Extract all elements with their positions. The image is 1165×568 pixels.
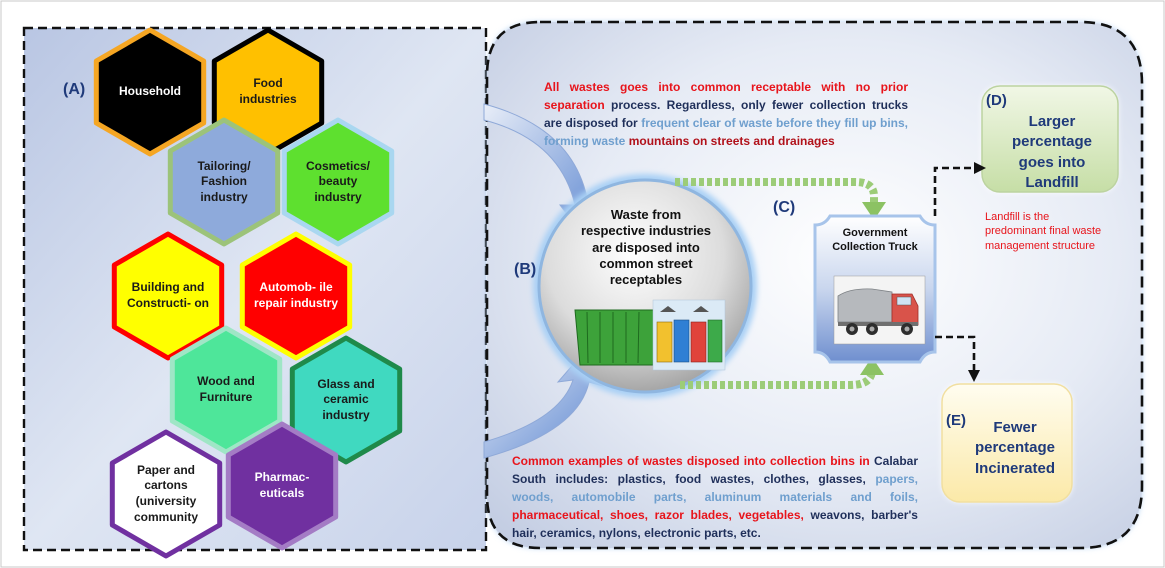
top-text-darkred: mountains on streets and drainages <box>628 134 835 148</box>
hexagon-tailoring-fashion <box>167 117 281 247</box>
landfill-note: Landfill is the predominant final waste … <box>985 211 1102 252</box>
bottom-text-lightblue: papers, woods, automobile parts, aluminu… <box>512 472 918 504</box>
landfill-box-text: Larger percentage goes into Landfill <box>1011 113 1093 191</box>
arrow-b-to-c-bottom <box>680 357 884 389</box>
hexagon-label-glass-ceramic: Glass and ceramic industry <box>317 376 375 422</box>
hexagon-label-building-construction: Building and Constructi- on <box>127 280 209 310</box>
box-d <box>981 85 1119 193</box>
panel-d-label: (D) <box>986 92 1007 109</box>
hexagon-label-cosmetics-beauty: Cosmetics/ beauty industry <box>305 158 371 204</box>
hexagon-cosmetics-beauty <box>281 117 395 247</box>
hexagon-label-pharmaceuticals: Pharmac- euticals <box>254 470 310 500</box>
hexagon-wood-furniture <box>169 325 283 455</box>
arrow-c-to-d <box>933 162 986 216</box>
hexagon-automobile-repair <box>239 231 353 361</box>
top-description: All wastes goes into common receptable w… <box>544 78 908 150</box>
hexagon-pharmaceuticals <box>225 421 339 551</box>
top-text-red: All wastes goes into common receptable w… <box>544 80 908 112</box>
hexagon-label-household: Household <box>119 84 181 99</box>
box-e <box>941 383 1073 503</box>
panel-c-label: (C) <box>773 199 796 216</box>
bottom-text-navy-2: weavons, barber's hair, ceramics, nylons… <box>512 508 918 540</box>
bottom-description: Common examples of wastes disposed into … <box>512 452 918 542</box>
panel-e-label: (E) <box>946 412 966 429</box>
bottom-text-red-2: pharmaceutical, shoes, razor blades, veg… <box>512 508 804 522</box>
top-text-lightblue: frequent clear of waste before they fill… <box>544 116 908 148</box>
hexagon-label-tailoring-fashion: Tailoring/ Fashion industry <box>197 158 251 204</box>
hexagon-label-food-industries: Food industries <box>239 76 297 106</box>
arrow-b-to-c-top <box>675 178 886 220</box>
hexagon-paper-cartons <box>109 429 223 559</box>
waste-bins-image <box>574 299 726 371</box>
arrow-c-to-e <box>935 335 980 382</box>
hexagon-household <box>93 27 207 157</box>
hexagon-building-construction <box>111 231 225 361</box>
truck-image <box>833 275 926 345</box>
hexagon-glass-ceramic <box>289 335 403 465</box>
circle-b-text: Waste from respective industries are dis… <box>580 207 712 287</box>
hexagon-label-wood-furniture: Wood and Furniture <box>197 374 255 404</box>
panel-a-label: (A) <box>63 81 86 98</box>
bottom-text-red: Common examples of wastes disposed into … <box>512 454 870 468</box>
panel-b-label: (B) <box>514 261 537 278</box>
truck-label: Government Collection Truck <box>832 227 918 254</box>
incinerated-box-text: Fewer percentage Incinerated <box>974 419 1056 477</box>
hexagon-label-paper-cartons: Paper and cartons (university community <box>133 462 198 524</box>
hexagon-group <box>93 27 403 559</box>
hexagon-label-automobile-repair: Automob- ile repair industry <box>253 280 339 310</box>
bottom-text-navy: Calabar South includes: plastics, food w… <box>512 454 918 486</box>
top-text-navy: process. Regardless, only fewer collecti… <box>544 98 908 130</box>
